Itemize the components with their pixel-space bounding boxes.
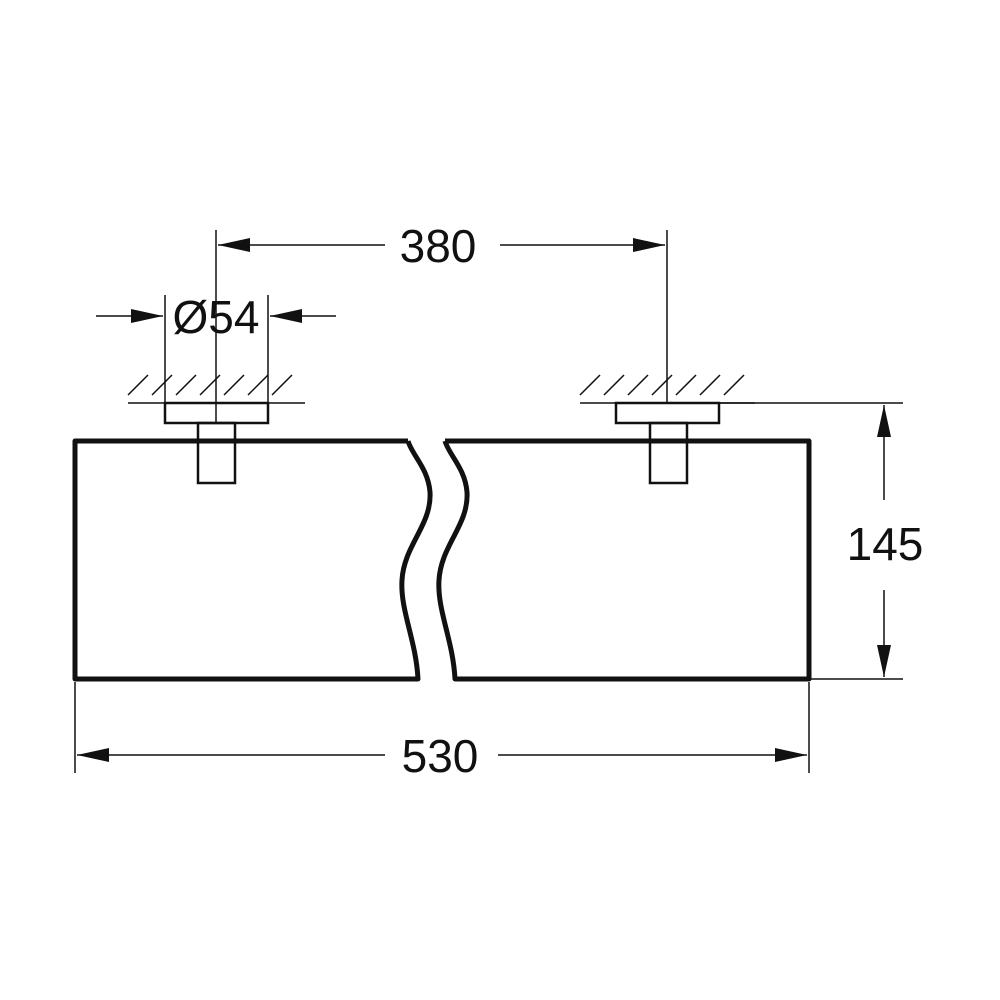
dim-label-54: Ø54 <box>173 291 260 343</box>
shelf-left-section <box>72 438 433 682</box>
arrow-right-380 <box>633 238 665 252</box>
dim-label-145: 145 <box>847 518 924 570</box>
dimension-mount-spacing: 380 <box>215 220 668 423</box>
arrow-left-54 <box>131 309 163 323</box>
arrow-left-530 <box>77 748 109 762</box>
dimension-total-length: 530 <box>74 682 810 782</box>
arrow-right-530 <box>775 748 807 762</box>
arrow-bottom-145 <box>877 645 891 677</box>
arrow-right-54 <box>270 309 302 323</box>
dimension-depth: 145 <box>720 402 924 680</box>
arrow-left-380 <box>218 238 250 252</box>
arrow-top-145 <box>877 405 891 437</box>
shelf-right-section <box>436 438 812 682</box>
dim-label-530: 530 <box>402 730 479 782</box>
dim-label-380: 380 <box>400 220 477 272</box>
dimension-mount-diameter: Ø54 <box>96 291 336 403</box>
